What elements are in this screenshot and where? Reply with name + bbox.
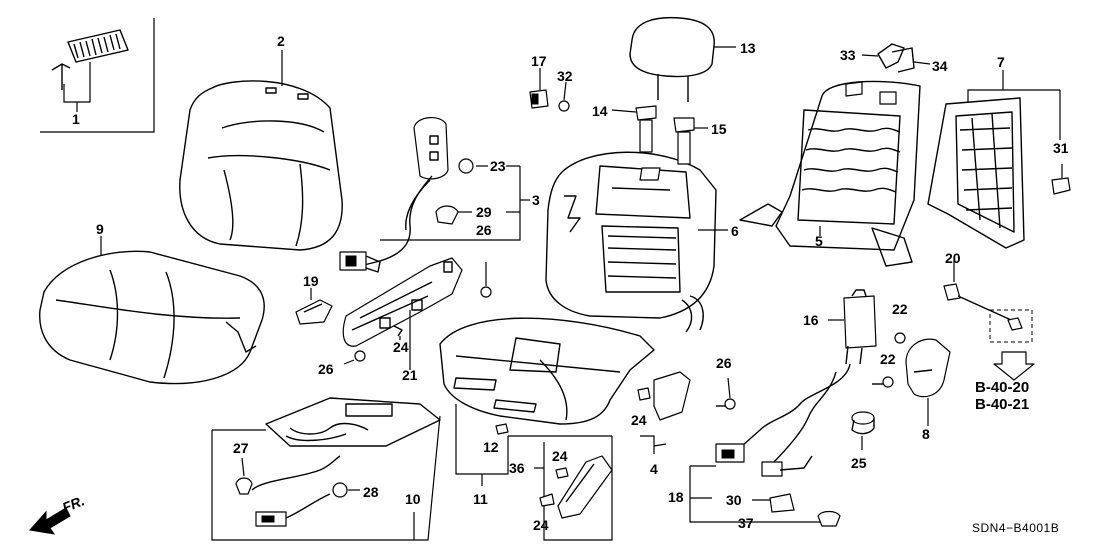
callout-24-clip: 24 — [631, 412, 647, 428]
part-9-cushion-cover — [39, 236, 265, 385]
part-5-back-frame — [739, 80, 921, 267]
callout-8: 8 — [922, 426, 930, 442]
part-16-module-harness — [689, 289, 877, 527]
callout-1: 1 — [72, 111, 80, 127]
callout-26-right: 26 — [716, 355, 732, 371]
misc-fasteners — [637, 332, 951, 454]
callout-5: 5 — [815, 233, 823, 249]
callout-24-bracket-lower: 24 — [533, 517, 549, 533]
callout-19: 19 — [303, 273, 319, 289]
callout-10: 10 — [405, 491, 421, 507]
callout-22-upper: 22 — [892, 301, 908, 317]
callout-15: 15 — [711, 121, 727, 137]
callout-16: 16 — [803, 312, 819, 328]
callout-22-lower: 22 — [880, 351, 896, 367]
callout-25: 25 — [851, 455, 867, 471]
part-11-cushion-pad — [439, 317, 655, 486]
callout-9: 9 — [96, 221, 104, 237]
callout-13: 13 — [740, 40, 756, 56]
drawing-code: SDN4−B4001B — [972, 521, 1060, 535]
part-10-seat-pan — [211, 397, 441, 541]
callout-12: 12 — [483, 439, 499, 455]
callout-4: 4 — [650, 461, 658, 477]
part-17-32-clip-screw — [529, 68, 570, 112]
callout-21: 21 — [402, 367, 418, 383]
callout-27: 27 — [233, 440, 249, 456]
callout-37: 37 — [738, 515, 754, 531]
part-20-sensor — [943, 260, 1035, 381]
front-direction-arrow — [29, 507, 71, 535]
callout-3: 3 — [532, 192, 540, 208]
part-21-side-trim — [342, 257, 492, 370]
callout-26-lower: 26 — [318, 361, 334, 377]
callout-11: 11 — [473, 491, 488, 507]
callout-33: 33 — [840, 47, 856, 63]
callout-24-trim: 24 — [393, 339, 409, 355]
callout-7: 7 — [997, 54, 1005, 70]
callout-30: 30 — [726, 492, 742, 508]
callout-29: 29 — [476, 204, 492, 220]
part-7-back-panel — [927, 70, 1071, 249]
callout-28: 28 — [363, 484, 379, 500]
callout-18: 18 — [668, 489, 684, 505]
part-19-knob — [295, 288, 333, 325]
callout-2: 2 — [277, 33, 285, 49]
callout-14: 14 — [592, 103, 608, 119]
callout-34: 34 — [932, 58, 948, 74]
callout-26-side: 26 — [476, 222, 492, 238]
part-3-airbag-module — [339, 117, 530, 273]
callout-32: 32 — [557, 68, 573, 84]
callout-23: 23 — [490, 158, 506, 174]
page-ref-b-40-21[interactable]: B-40-21 — [975, 396, 1030, 413]
part-6-back-pad — [545, 151, 728, 333]
callout-24-bracket-upper: 24 — [552, 448, 568, 464]
callout-20: 20 — [945, 250, 961, 266]
part-2-back-cover — [179, 50, 343, 251]
callout-6: 6 — [731, 223, 739, 239]
part-36-bracket — [534, 436, 613, 541]
part-13-headrest — [611, 16, 736, 165]
part-1-inset — [40, 18, 155, 133]
callout-31: 31 — [1053, 140, 1069, 156]
callout-36: 36 — [509, 460, 525, 476]
part-33-34-clips — [861, 43, 931, 73]
page-ref-b-40-20[interactable]: B-40-20 — [975, 379, 1030, 396]
callout-17: 17 — [531, 53, 547, 69]
